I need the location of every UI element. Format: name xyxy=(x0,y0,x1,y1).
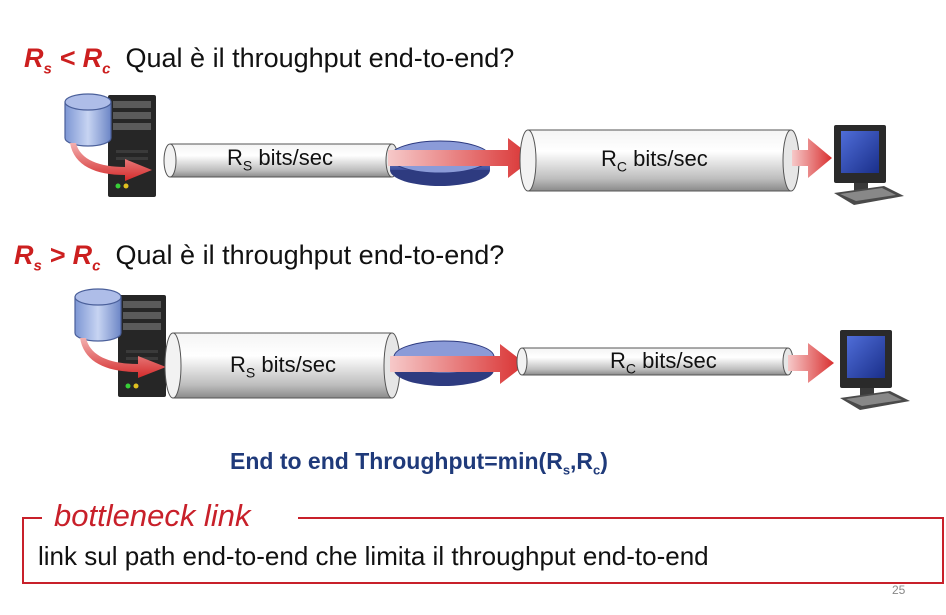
database-icon xyxy=(74,288,122,342)
question-text: Qual è il throughput end-to-end? xyxy=(115,240,505,270)
server-icon xyxy=(108,95,156,197)
bottleneck-border-left xyxy=(22,517,42,519)
scenario1-heading: Rs < Rc Qual è il throughput end-to-end? xyxy=(24,43,514,77)
throughput-formula: End to end Throughput=min(Rs,Rc) xyxy=(230,448,608,478)
pipe-rs-label: RS bits/sec xyxy=(230,352,336,381)
computer-icon xyxy=(834,125,904,205)
bottleneck-title: bottleneck link xyxy=(46,498,259,534)
pipe-rs xyxy=(163,143,399,178)
arrow-icon xyxy=(792,138,832,178)
arrow-icon xyxy=(388,138,534,178)
computer-icon xyxy=(840,330,910,410)
pipe-rc-label: RC bits/sec xyxy=(610,348,717,377)
scenario1-diagram xyxy=(64,93,904,205)
condition-label: Rs < Rc xyxy=(24,43,111,78)
arrow-icon xyxy=(70,143,152,181)
database-icon xyxy=(64,93,112,147)
scenario2-diagram xyxy=(74,288,910,410)
arrow-icon xyxy=(788,343,834,383)
pipe-rs-label: RS bits/sec xyxy=(227,145,333,174)
pipe-rc-label: RC bits/sec xyxy=(601,146,708,175)
condition-label: Rs > Rc xyxy=(14,240,101,275)
bottleneck-definition: link sul path end-to-end che limita il t… xyxy=(38,541,709,571)
arrow-icon xyxy=(80,338,166,378)
server-icon xyxy=(118,295,166,397)
scenario2-heading: Rs > Rc Qual è il throughput end-to-end? xyxy=(14,240,504,274)
page-number: 25 xyxy=(892,583,906,597)
bottleneck-box xyxy=(22,517,944,584)
question-text: Qual è il throughput end-to-end? xyxy=(125,43,515,73)
pipe-rc xyxy=(516,347,794,376)
pipe-rs xyxy=(164,332,401,399)
pipe-rc xyxy=(519,129,800,192)
arrow-icon xyxy=(390,344,526,384)
bottleneck-border-right xyxy=(298,517,942,519)
